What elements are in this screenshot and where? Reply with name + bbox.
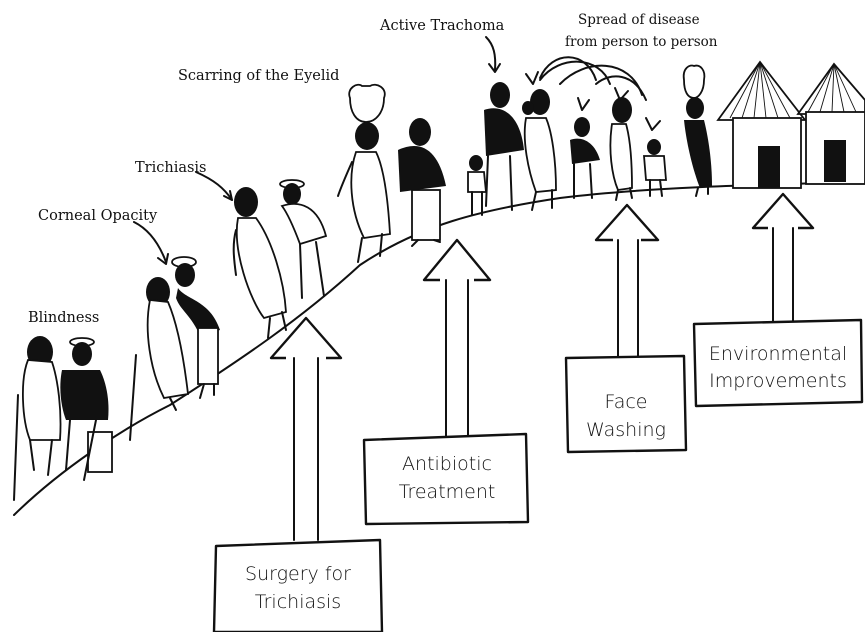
box-surgery-line1: Surgery for <box>245 563 351 585</box>
box-environmental-line1: Environmental <box>709 343 847 365</box>
figure-blind-woman <box>14 336 61 500</box>
label-spread-line2: from person to person <box>565 34 718 50</box>
box-face-washing-line1: Face <box>605 391 648 413</box>
box-environmental-line2: Improvements <box>709 370 847 392</box>
box-antibiotic-line1: Antibiotic <box>402 453 492 475</box>
label-scarring: Scarring of the Eyelid <box>178 68 339 84</box>
figure-spread-small-child <box>644 139 666 196</box>
figure-water-carrier <box>684 66 712 196</box>
figure-trichiasis-woman <box>234 187 286 338</box>
label-active-trachoma: Active Trachoma <box>379 18 505 34</box>
figure-scarring-woman <box>338 85 390 262</box>
hut-right <box>798 64 865 184</box>
figure-active-trachoma-man <box>484 82 524 210</box>
label-spread-line1: Spread of disease <box>578 12 700 28</box>
figure-trichiasis-man <box>280 180 326 298</box>
figure-spread-woman-2 <box>610 97 632 200</box>
box-antibiotic-line2: Treatment <box>399 481 496 503</box>
arrow-surgery <box>271 318 341 540</box>
figure-spread-woman <box>522 89 556 210</box>
label-trichiasis: Trichiasis <box>135 160 207 176</box>
figure-spread-boy <box>570 117 600 198</box>
box-environmental: Environmental Improvements <box>694 320 862 406</box>
figure-blind-man <box>60 338 112 480</box>
box-antibiotic: Antibiotic Treatment <box>364 434 528 524</box>
arrow-environmental <box>753 194 813 322</box>
figure-active-trachoma-child <box>468 155 486 215</box>
arrow-antibiotic <box>424 240 490 438</box>
box-face-washing-line2: Washing <box>586 419 666 441</box>
box-face-washing: Face Washing <box>566 356 686 452</box>
box-surgery: Surgery for Trichiasis <box>214 540 382 632</box>
label-blindness: Blindness <box>28 310 99 326</box>
arrow-face-washing <box>596 205 658 356</box>
hut-left <box>718 62 805 188</box>
box-surgery-line2: Trichiasis <box>255 591 341 613</box>
figure-scarring-man <box>398 118 446 246</box>
label-corneal-opacity: Corneal Opacity <box>38 208 158 224</box>
